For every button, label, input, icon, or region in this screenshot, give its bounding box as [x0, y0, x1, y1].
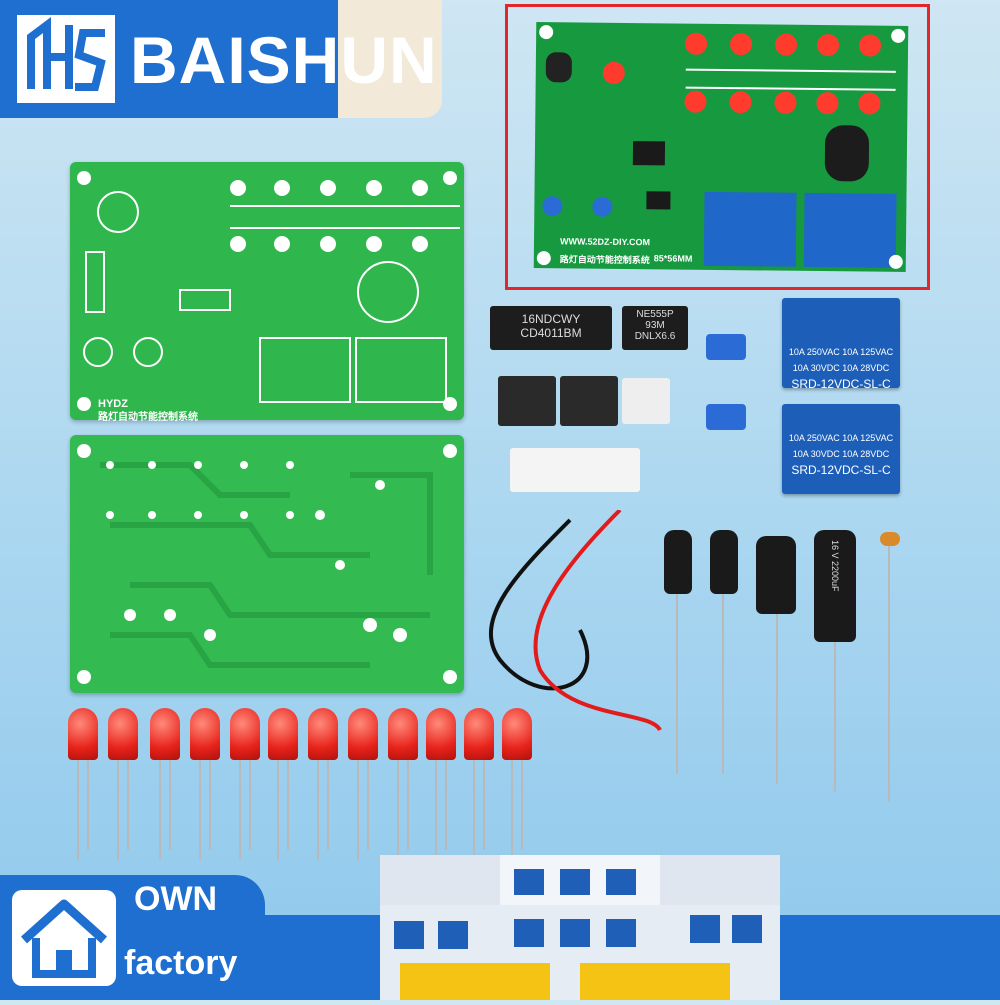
assembled-board-photo: WWW.52DZ-DIY.COM 路灯自动节能控制系统 85*56MM	[533, 22, 909, 272]
capacitor-label: 16 V 2200uF	[830, 540, 840, 592]
red-led	[348, 708, 378, 760]
cap-leg	[676, 594, 678, 774]
pcb-subtitle: 路灯自动节能控制系统	[98, 412, 198, 423]
pcb-component-side: HYDZ 路灯自动节能控制系统	[70, 162, 464, 423]
ic-cd4011: 16NDCWY CD4011BM	[490, 306, 612, 350]
power-wires	[488, 510, 662, 732]
photo-led-row-bottom	[684, 90, 881, 115]
factory-building-illustration	[380, 855, 780, 1000]
ic-ne555-line2: 93M	[645, 320, 665, 331]
house-icon	[12, 890, 116, 986]
red-led	[108, 708, 138, 760]
red-led	[190, 708, 220, 760]
own-label: OWN	[134, 880, 218, 918]
red-led	[308, 708, 338, 760]
red-led	[268, 708, 298, 760]
relay-2: 10A 250VAC 10A 125VAC 10A 30VDC 10A 28VD…	[782, 404, 900, 494]
trimmer-potentiometer-2	[706, 404, 746, 430]
ic-socket-1	[498, 376, 556, 426]
electrolytic-capacitor-1	[664, 530, 692, 594]
smd-resistor-tape	[510, 448, 640, 492]
red-led	[502, 708, 532, 760]
pcb-solder-side	[70, 435, 464, 693]
ic-cd4011-line1: 16NDCWY	[521, 312, 581, 326]
smd-tape	[622, 378, 670, 424]
relay-2-rating-1: 10A 250VAC 10A 125VAC	[788, 433, 894, 443]
cap-leg	[834, 642, 836, 792]
trimmer-potentiometer-1	[706, 334, 746, 360]
brand-name: BAISHUN	[130, 23, 438, 97]
ic-ne555: NE555P 93M DNLX6.6	[622, 306, 688, 350]
photoresistor-leg	[888, 546, 890, 802]
photo-highlight-frame	[505, 4, 930, 290]
red-led	[230, 708, 260, 760]
led-row	[68, 708, 538, 868]
relay-1-rating-2: 10A 30VDC 10A 28VDC	[792, 363, 890, 373]
red-led	[464, 708, 494, 760]
photo-led-row-top	[602, 32, 882, 84]
relay-1-rating-1: 10A 250VAC 10A 125VAC	[788, 347, 894, 357]
red-led	[68, 708, 98, 760]
relay-2-rating-2: 10A 30VDC 10A 28VDC	[792, 449, 890, 459]
electrolytic-capacitor-2	[710, 530, 738, 594]
electrolytic-capacitor-4: 16 V 2200uF	[814, 530, 856, 642]
red-led	[388, 708, 418, 760]
photoresistor	[880, 532, 900, 546]
ic-ne555-line3: DNLX6.6	[634, 331, 676, 342]
relay-1: 10A 250VAC 10A 125VAC 10A 30VDC 10A 28VD…	[782, 298, 900, 391]
ic-ne555-line1: NE555P	[636, 309, 674, 320]
brand-header-tab	[338, 0, 442, 118]
red-led	[426, 708, 456, 760]
ic-cd4011-line2: CD4011BM	[520, 326, 582, 340]
red-led	[150, 708, 180, 760]
cap-leg	[722, 594, 724, 774]
ic-socket-2	[560, 376, 618, 426]
electrolytic-capacitor-3	[756, 536, 796, 614]
pcb-title: HYDZ	[98, 398, 128, 410]
relay-2-model: SRD-12VDC-SL-C	[791, 463, 891, 477]
relay-1-model: SRD-12VDC-SL-C	[791, 377, 891, 391]
led-legs	[77, 760, 523, 860]
hs-monogram-icon	[14, 12, 118, 106]
cap-leg	[776, 614, 778, 784]
factory-label: factory	[124, 944, 238, 982]
